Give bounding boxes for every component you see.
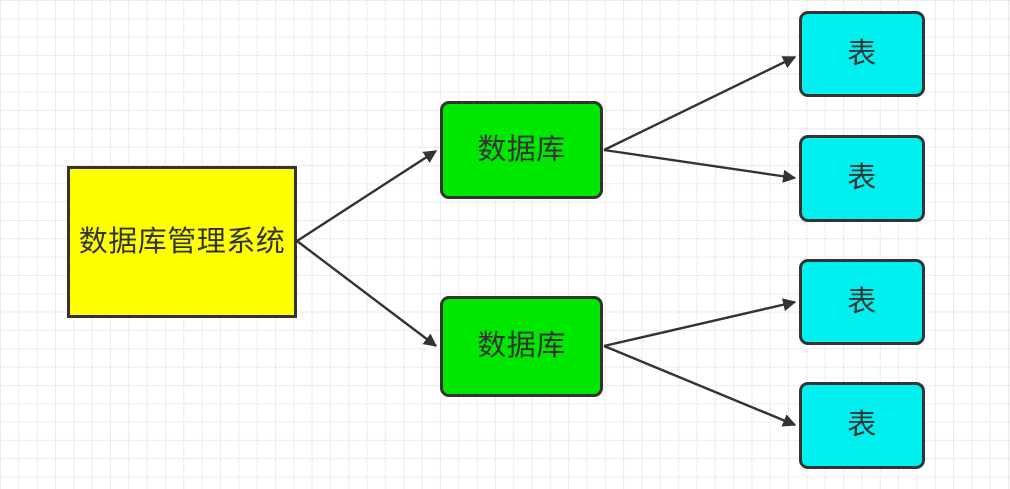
node-dbms[interactable]: 数据库管理系统 xyxy=(67,166,297,318)
node-table-4[interactable]: 表 xyxy=(799,382,925,469)
node-table-3-label: 表 xyxy=(847,285,877,318)
edge-db-top-to-table-2[interactable] xyxy=(603,148,797,183)
node-database-bottom-label: 数据库 xyxy=(477,330,566,362)
edge-db-bottom-to-table-3[interactable] xyxy=(603,298,797,348)
node-table-4-label: 表 xyxy=(847,409,877,441)
node-table-2-label: 表 xyxy=(847,162,877,194)
node-table-1-label: 表 xyxy=(847,37,877,70)
node-table-3[interactable]: 表 xyxy=(799,259,925,345)
node-dbms-label: 数据库管理系统 xyxy=(78,225,286,258)
edge-db-bottom-to-table-4[interactable] xyxy=(603,344,797,427)
edge-dbms-to-db-bottom[interactable] xyxy=(296,240,438,347)
node-table-2[interactable]: 表 xyxy=(799,135,925,222)
node-database-top[interactable]: 数据库 xyxy=(440,101,603,199)
node-database-top-label: 数据库 xyxy=(477,133,566,166)
node-database-bottom[interactable]: 数据库 xyxy=(440,296,603,397)
edge-dbms-to-db-top[interactable] xyxy=(296,149,438,243)
edge-db-top-to-table-1[interactable] xyxy=(603,55,797,152)
node-table-1[interactable]: 表 xyxy=(799,11,925,97)
